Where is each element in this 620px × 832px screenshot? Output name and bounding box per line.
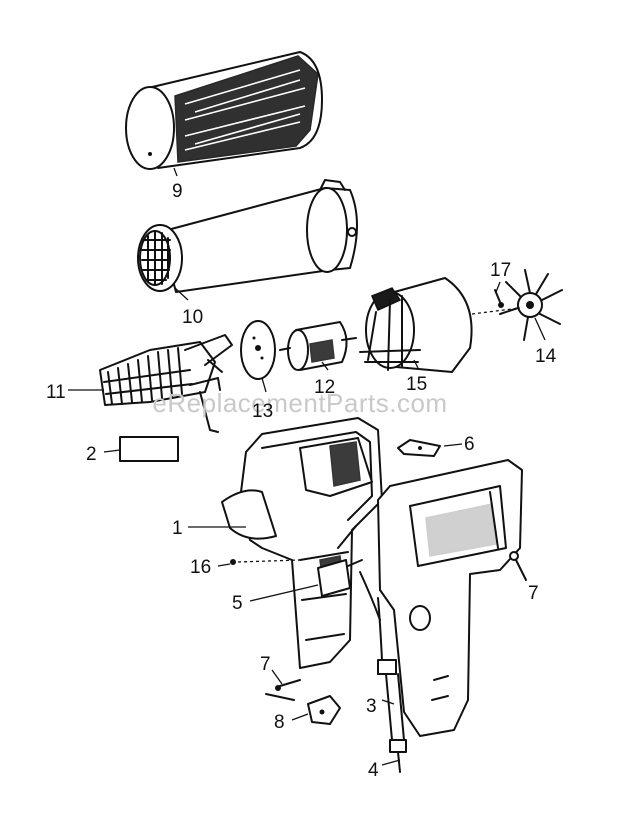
callout-labels: 9 10 11 13 12 15 14 17 2 6 1 16 5 7 7 3 … (46, 181, 557, 781)
part-7-screw-lower (275, 679, 301, 691)
part-10-heating-tube (137, 179, 358, 293)
watermark: eReplacementParts.com (152, 388, 447, 418)
part-8-terminal-block (265, 693, 341, 725)
callout-9: 9 (172, 181, 183, 202)
callout-11: 11 (46, 382, 66, 403)
callout-16: 16 (190, 557, 211, 578)
part-1-left-housing (221, 417, 383, 669)
part-3-4-cord (377, 597, 407, 773)
part-6-clip (397, 439, 441, 457)
part-11-heating-element (99, 334, 233, 433)
callout-8: 8 (274, 712, 285, 733)
callout-15: 15 (406, 374, 427, 395)
callout-5: 5 (232, 593, 243, 614)
callout-10: 10 (182, 307, 203, 328)
part-7-screw-right (509, 551, 527, 581)
callout-17: 17 (490, 260, 511, 281)
callout-13: 13 (252, 401, 273, 422)
part-12-motor (279, 321, 357, 371)
callout-12: 12 (314, 377, 335, 398)
part-17-screw (471, 289, 521, 315)
leader-lines (68, 167, 546, 766)
callout-2: 2 (86, 444, 97, 465)
part-13-mica-disc (240, 320, 276, 380)
part-16-screw (230, 559, 301, 565)
part-14-fan (499, 269, 563, 341)
part-15-fan-housing (359, 277, 473, 373)
part-2-label (119, 436, 179, 462)
callout-7-lower: 7 (260, 654, 271, 675)
right-housing (377, 459, 523, 737)
callout-1: 1 (172, 518, 183, 539)
callout-3: 3 (366, 696, 377, 717)
callout-7-right: 7 (528, 583, 539, 604)
part-9-nozzle-sleeve (125, 51, 323, 170)
callout-4: 4 (368, 760, 379, 781)
callout-6: 6 (464, 434, 475, 455)
callout-14: 14 (535, 346, 557, 367)
